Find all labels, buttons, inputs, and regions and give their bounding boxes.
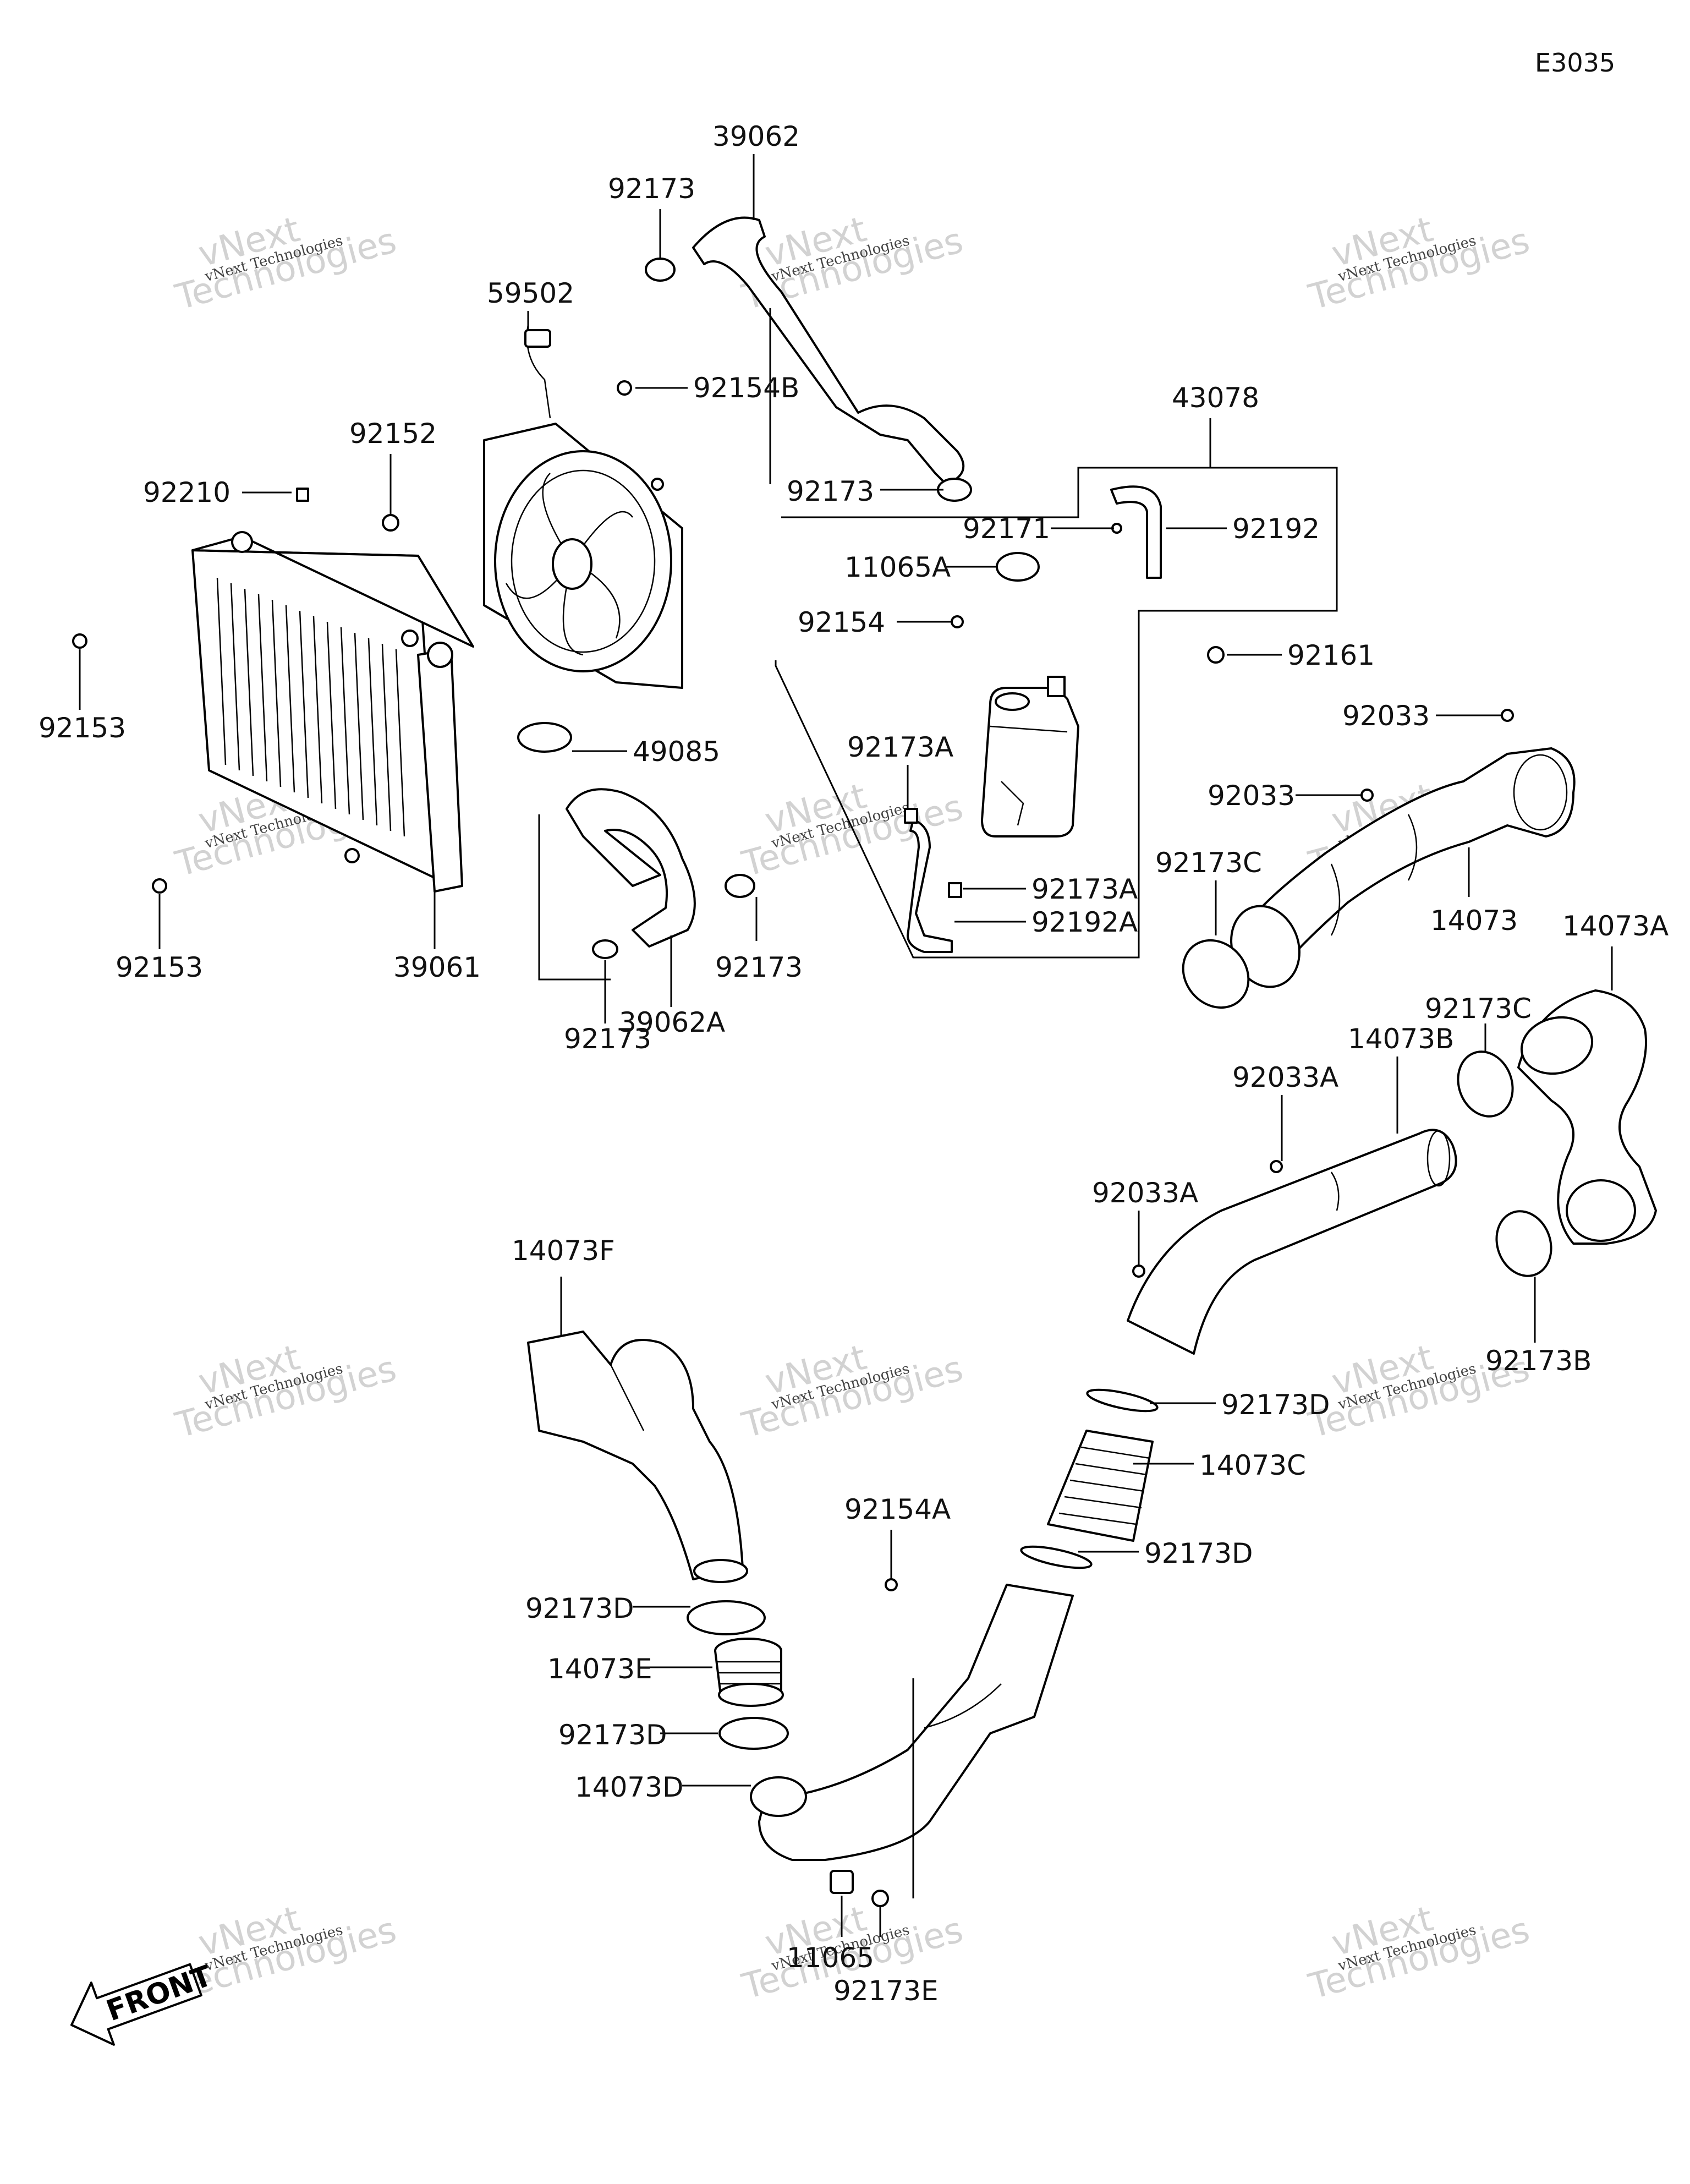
radiator-assembly[interactable] (191, 531, 474, 893)
label-92154: 92154 (798, 606, 885, 638)
label-14073C: 14073C (1199, 1449, 1306, 1481)
duct-14073A[interactable] (1515, 989, 1657, 1245)
label-92173D: 92173D (1144, 1537, 1253, 1569)
clamp-92173C[interactable] (1170, 927, 1262, 1021)
watermark: vNext Technologies vNext Technologies (1304, 1337, 1534, 1446)
label-92152: 92152 (349, 418, 437, 450)
clamp-92173A[interactable] (904, 808, 918, 824)
label-92154B: 92154B (693, 372, 799, 404)
lower-hose-39062A[interactable] (566, 788, 696, 948)
label-92173A: 92173A (1031, 873, 1138, 905)
label-92173E: 92173E (833, 1975, 939, 2007)
clamp-92173D[interactable] (687, 1600, 766, 1635)
label-39062A: 39062A (619, 1006, 725, 1038)
label-92033A: 92033A (1232, 1061, 1338, 1093)
label-92173: 92173 (787, 475, 874, 507)
label-14073: 14073 (1430, 905, 1518, 937)
clamp-92173[interactable] (645, 258, 676, 282)
clamp-92173[interactable] (592, 939, 618, 959)
bolt-92033[interactable] (1501, 709, 1514, 722)
label-92173A: 92173A (847, 731, 953, 763)
label-92173B: 92173B (1485, 1345, 1592, 1377)
label-92033A: 92033A (1092, 1177, 1198, 1209)
label-92173: 92173 (608, 173, 695, 205)
duct-14073D[interactable] (750, 1584, 1074, 1861)
label-92033: 92033 (1208, 780, 1295, 812)
label-14073E: 14073E (547, 1653, 652, 1685)
label-92173D: 92173D (1221, 1389, 1330, 1421)
bolt-92153[interactable] (152, 878, 167, 894)
label-43078: 43078 (1172, 382, 1259, 414)
label-92173C: 92173C (1425, 993, 1532, 1025)
fan-assembly[interactable] (483, 324, 683, 689)
nut-92210[interactable] (296, 488, 309, 502)
label-92153: 92153 (39, 712, 126, 744)
bolt-92033A[interactable] (1270, 1160, 1283, 1173)
label-92173D: 92173D (525, 1592, 634, 1624)
radiator-cap[interactable] (517, 722, 572, 753)
bolt-92154[interactable] (951, 615, 964, 628)
bolt-92154A[interactable] (885, 1578, 898, 1591)
label-92192A: 92192A (1031, 906, 1138, 938)
label-14073D: 14073D (575, 1771, 684, 1803)
label-11065A: 11065A (844, 551, 951, 583)
watermark: vNext Technologies vNext Technologies (1304, 1898, 1534, 2007)
label-92173C: 92173C (1155, 847, 1262, 879)
label-39062: 39062 (712, 121, 800, 152)
label-92173: 92173 (564, 1023, 651, 1055)
clamp-92173C[interactable] (1449, 1044, 1521, 1124)
part-labels: 39062 92173 59502 92154B 92152 92210 921… (39, 121, 1669, 2007)
label-11065: 11065 (787, 1942, 874, 1974)
hose-92192[interactable] (1110, 485, 1162, 579)
watermark: vNext Technologies vNext Technologies (171, 209, 400, 318)
label-92153: 92153 (116, 951, 203, 983)
label-14073B: 14073B (1348, 1023, 1454, 1055)
reservoir-tank[interactable] (981, 676, 1079, 838)
watermarks: vNext Technologies vNext Technologies vN… (171, 209, 1534, 2007)
label-92210: 92210 (143, 477, 231, 508)
label-92192: 92192 (1232, 513, 1320, 545)
clamp-92173[interactable] (725, 874, 755, 898)
label-92173D: 92173D (558, 1719, 667, 1751)
label-49085: 49085 (633, 736, 720, 768)
clamp-92173D[interactable] (718, 1717, 789, 1750)
bolt-92153[interactable] (72, 633, 87, 649)
label-39061: 39061 (393, 951, 481, 983)
label-92171: 92171 (963, 513, 1050, 545)
clamp-92173A[interactable] (948, 882, 962, 898)
watermark: vNext Technologies vNext Technologies (738, 1337, 967, 1446)
diagram-code: E3035 (1535, 48, 1615, 78)
watermark: vNext Technologies vNext Technologies (171, 1337, 400, 1446)
watermark: vNext Technologies vNext Technologies (1304, 209, 1534, 318)
bolt-92154B[interactable] (617, 380, 632, 396)
label-59502: 59502 (487, 277, 574, 309)
hose-92192A[interactable] (907, 819, 953, 953)
label-92033: 92033 (1342, 700, 1430, 732)
label-92154A: 92154A (844, 1493, 951, 1525)
boot-14073C[interactable] (1020, 1386, 1159, 1572)
front-label: FRONT (102, 1959, 217, 2028)
label-14073F: 14073F (512, 1235, 615, 1267)
label-14073A: 14073A (1562, 910, 1669, 942)
boot-14073E[interactable] (714, 1638, 784, 1707)
cap-11065A[interactable] (996, 552, 1040, 582)
label-92161: 92161 (1287, 639, 1375, 671)
nut-92161[interactable] (1207, 646, 1225, 664)
leader-lines (79, 154, 1613, 1937)
label-92173: 92173 (715, 951, 803, 983)
grommet-92152[interactable] (382, 514, 399, 532)
bolt-92033A[interactable] (1132, 1265, 1145, 1278)
drain-cap-11065[interactable] (830, 1870, 854, 1894)
clamp-92173E[interactable] (871, 1890, 889, 1907)
bolt-92033[interactable] (1360, 789, 1374, 802)
duct-14073B[interactable] (1127, 1129, 1457, 1355)
clamp-92173B[interactable] (1488, 1203, 1560, 1284)
duct-14073F[interactable] (527, 1331, 748, 1583)
